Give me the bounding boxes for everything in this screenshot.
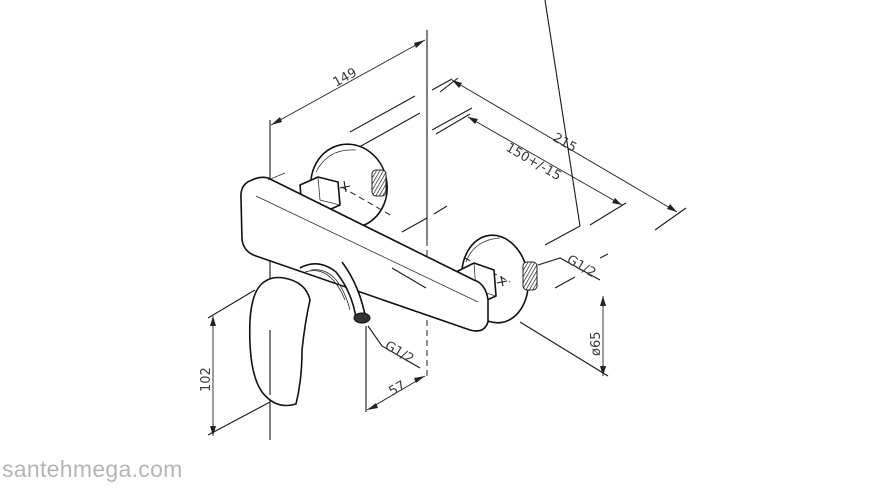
rear-connector [299, 143, 393, 229]
flange-diameter-label: ø65 [589, 332, 604, 357]
inlet-thread-label: G1/2 [564, 252, 598, 280]
dim-150-label: 150+/-15 [503, 140, 564, 184]
dimension-215: 215 [439, 77, 687, 231]
dim-57-label: 57 [387, 378, 409, 399]
dimension-57: 57 G1/2 [365, 325, 426, 412]
dim-102-label: 102 [199, 367, 214, 392]
outlet-thread-label: G1/2 [382, 338, 416, 366]
spout [299, 261, 371, 324]
dimension-inlet: G1/2 ø65 [519, 0, 609, 377]
dim-149-label: 149 [331, 65, 360, 90]
dimension-150: 150+/-15 [435, 113, 627, 226]
dimension-149: 149 [270, 39, 473, 156]
watermark-text: santehmega.com [2, 456, 183, 482]
mixer-body [240, 172, 489, 332]
dimension-102: 102 [199, 289, 271, 436]
lever-handle [248, 276, 311, 407]
